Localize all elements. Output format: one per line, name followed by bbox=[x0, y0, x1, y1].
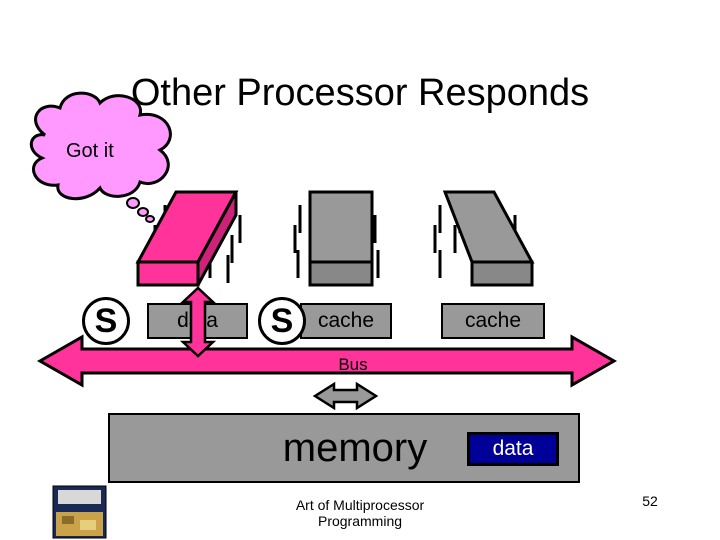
memory-bus-arrow bbox=[312, 381, 379, 411]
thought-dot-2 bbox=[137, 207, 149, 217]
state-circle-left: S bbox=[82, 297, 130, 345]
bus-label: Bus bbox=[338, 355, 368, 374]
cache-right-label: cache bbox=[464, 309, 522, 332]
memory-data-box: data bbox=[467, 432, 559, 466]
footer-line-2: Programming bbox=[317, 513, 403, 529]
processor-chip-3 bbox=[433, 190, 535, 287]
thought-cloud bbox=[30, 91, 172, 223]
processor-chip-1 bbox=[135, 190, 242, 287]
cache-fill-arrow bbox=[180, 286, 216, 358]
bus-arrow bbox=[36, 334, 618, 388]
memory-data-label: data bbox=[492, 437, 534, 460]
memory-label: memory bbox=[282, 426, 428, 470]
state-circle-middle: S bbox=[258, 297, 306, 345]
processor-chip-3-top bbox=[442, 190, 535, 264]
cache-box-right: cache bbox=[441, 303, 545, 339]
slide-title: Other Processor Responds bbox=[130, 72, 590, 114]
processor-chip-2-top bbox=[308, 190, 374, 264]
cache-box-middle: cache bbox=[300, 303, 392, 339]
cache-middle-label: cache bbox=[317, 309, 375, 332]
processor-chip-1-side bbox=[136, 260, 200, 287]
thought-bubble-main bbox=[30, 91, 172, 201]
footer-line-1: Art of Multiprocessor bbox=[295, 497, 425, 513]
book-cover-image bbox=[52, 485, 107, 539]
footer: Art of Multiprocessor Programming bbox=[270, 497, 450, 529]
thought-dot-1 bbox=[126, 197, 140, 209]
processor-chip-2 bbox=[293, 190, 380, 287]
thought-text: Got it bbox=[66, 140, 114, 162]
thought-dot-3 bbox=[145, 215, 155, 223]
page-number: 52 bbox=[642, 493, 658, 509]
